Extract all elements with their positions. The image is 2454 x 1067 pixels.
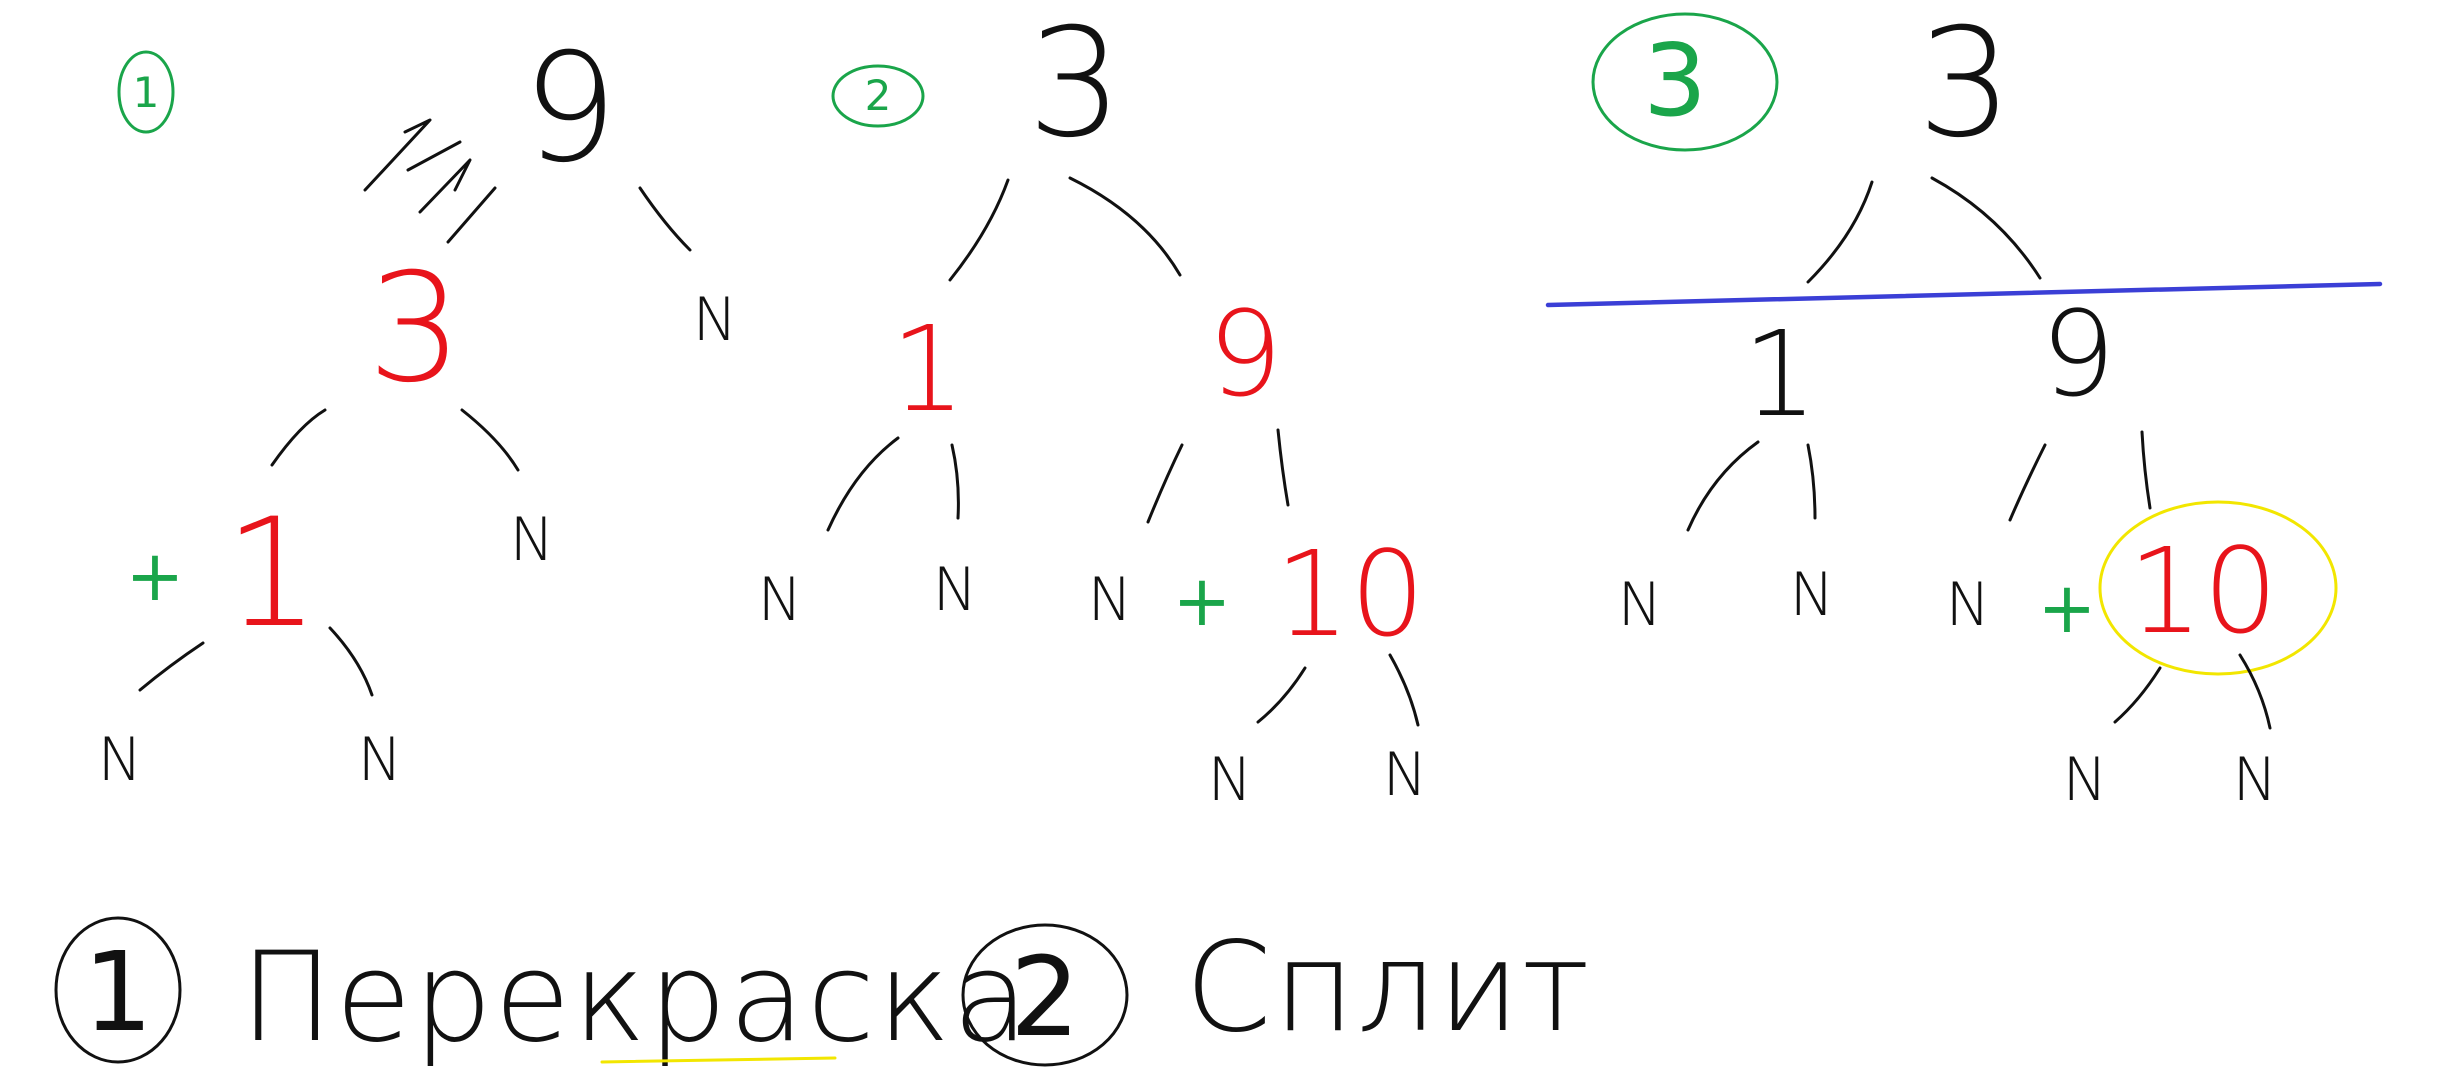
root-node-3: 3 bbox=[1917, 0, 2012, 171]
edge-9-right bbox=[1276, 428, 1290, 507]
note-1: 1 Перекраска bbox=[54, 916, 1031, 1067]
node-9-red: 9 bbox=[1207, 285, 1282, 423]
plus-sign: + bbox=[126, 535, 185, 617]
step-label-1: 1 bbox=[133, 68, 160, 117]
node-1-red: 1 bbox=[224, 487, 319, 661]
plus-sign: + bbox=[2038, 567, 2097, 649]
leaf-3: N bbox=[1946, 570, 1991, 640]
note-number-2: 2 bbox=[1010, 933, 1080, 1061]
leaf-4: N bbox=[2063, 745, 2108, 815]
node-10-red: 10 bbox=[1275, 525, 1425, 663]
note-text-2: Сплит bbox=[1185, 916, 1592, 1060]
leaf-1: N bbox=[1618, 570, 1663, 640]
step-label-circle-1 bbox=[117, 50, 175, 134]
leaf-4: N bbox=[1208, 745, 1253, 815]
edge-3-left bbox=[270, 408, 327, 467]
step-label-circle-3 bbox=[1591, 12, 1779, 152]
leaf-5: N bbox=[2233, 745, 2278, 815]
edge-root-right bbox=[1930, 176, 2042, 280]
edge-root-left bbox=[1806, 180, 1874, 284]
leaf-1-left: N bbox=[98, 725, 143, 795]
edge-1-left bbox=[1686, 440, 1760, 532]
leaf-right: N bbox=[693, 285, 738, 355]
edge-9-left bbox=[2008, 443, 2047, 522]
edge-3-right bbox=[460, 408, 520, 472]
edge-root-right bbox=[1068, 176, 1182, 277]
node-9: 9 bbox=[2040, 285, 2115, 423]
edge-10-right bbox=[2238, 653, 2272, 730]
note-number-circle-2 bbox=[961, 923, 1129, 1067]
leaf-5: N bbox=[1383, 740, 1428, 810]
root-node-3: 3 bbox=[1027, 0, 1122, 171]
step-label-circle-2 bbox=[831, 64, 925, 128]
note-2: 2 Сплит bbox=[961, 916, 1592, 1067]
note-number-1: 1 bbox=[83, 928, 153, 1056]
diagram-1: 1 9 N 3 N + 1 N N bbox=[98, 22, 738, 795]
leaf-1: N bbox=[758, 565, 803, 635]
rotation-arrow-scribble bbox=[363, 118, 497, 244]
leaf-1-right: N bbox=[358, 725, 403, 795]
node-3-red: 3 bbox=[367, 242, 462, 416]
step-label-3: 3 bbox=[1643, 22, 1707, 139]
edge-root-left bbox=[948, 178, 1010, 282]
root-node-9: 9 bbox=[522, 22, 617, 196]
edge-1-right bbox=[950, 443, 960, 520]
node-1-red: 1 bbox=[890, 300, 965, 438]
step-label-2: 2 bbox=[865, 71, 892, 120]
edge-1-right bbox=[1806, 443, 1817, 520]
edge-9-left bbox=[1146, 443, 1184, 524]
leaf-2: N bbox=[933, 555, 978, 625]
edge-9-right bbox=[2140, 430, 2152, 510]
note-number-circle-1 bbox=[54, 916, 182, 1064]
node-1: 1 bbox=[1742, 305, 1817, 443]
note-text-1: Перекраска bbox=[240, 926, 1031, 1067]
leaf-3: N bbox=[1088, 565, 1133, 635]
plus-sign: + bbox=[1173, 560, 1232, 642]
edge-10-right bbox=[1388, 653, 1420, 727]
edge-1-right bbox=[328, 626, 374, 697]
diagram-2: 2 3 1 9 N N N + 10 N N bbox=[758, 0, 1428, 815]
edge-10-left bbox=[2113, 666, 2162, 724]
leaf-2: N bbox=[1790, 560, 1835, 630]
node-10-red: 10 bbox=[2128, 522, 2278, 660]
edge-1-left bbox=[138, 641, 205, 692]
leaf-3-right: N bbox=[510, 505, 555, 575]
edge-root-right bbox=[638, 186, 692, 252]
edge-10-left bbox=[1256, 666, 1307, 724]
note-underline-1 bbox=[600, 1056, 837, 1064]
highlight-circle bbox=[2098, 500, 2338, 676]
split-line bbox=[1545, 281, 2383, 308]
diagram-3: 3 3 1 9 N N N + 10 N N bbox=[1545, 0, 2383, 815]
edge-1-left bbox=[826, 436, 900, 532]
